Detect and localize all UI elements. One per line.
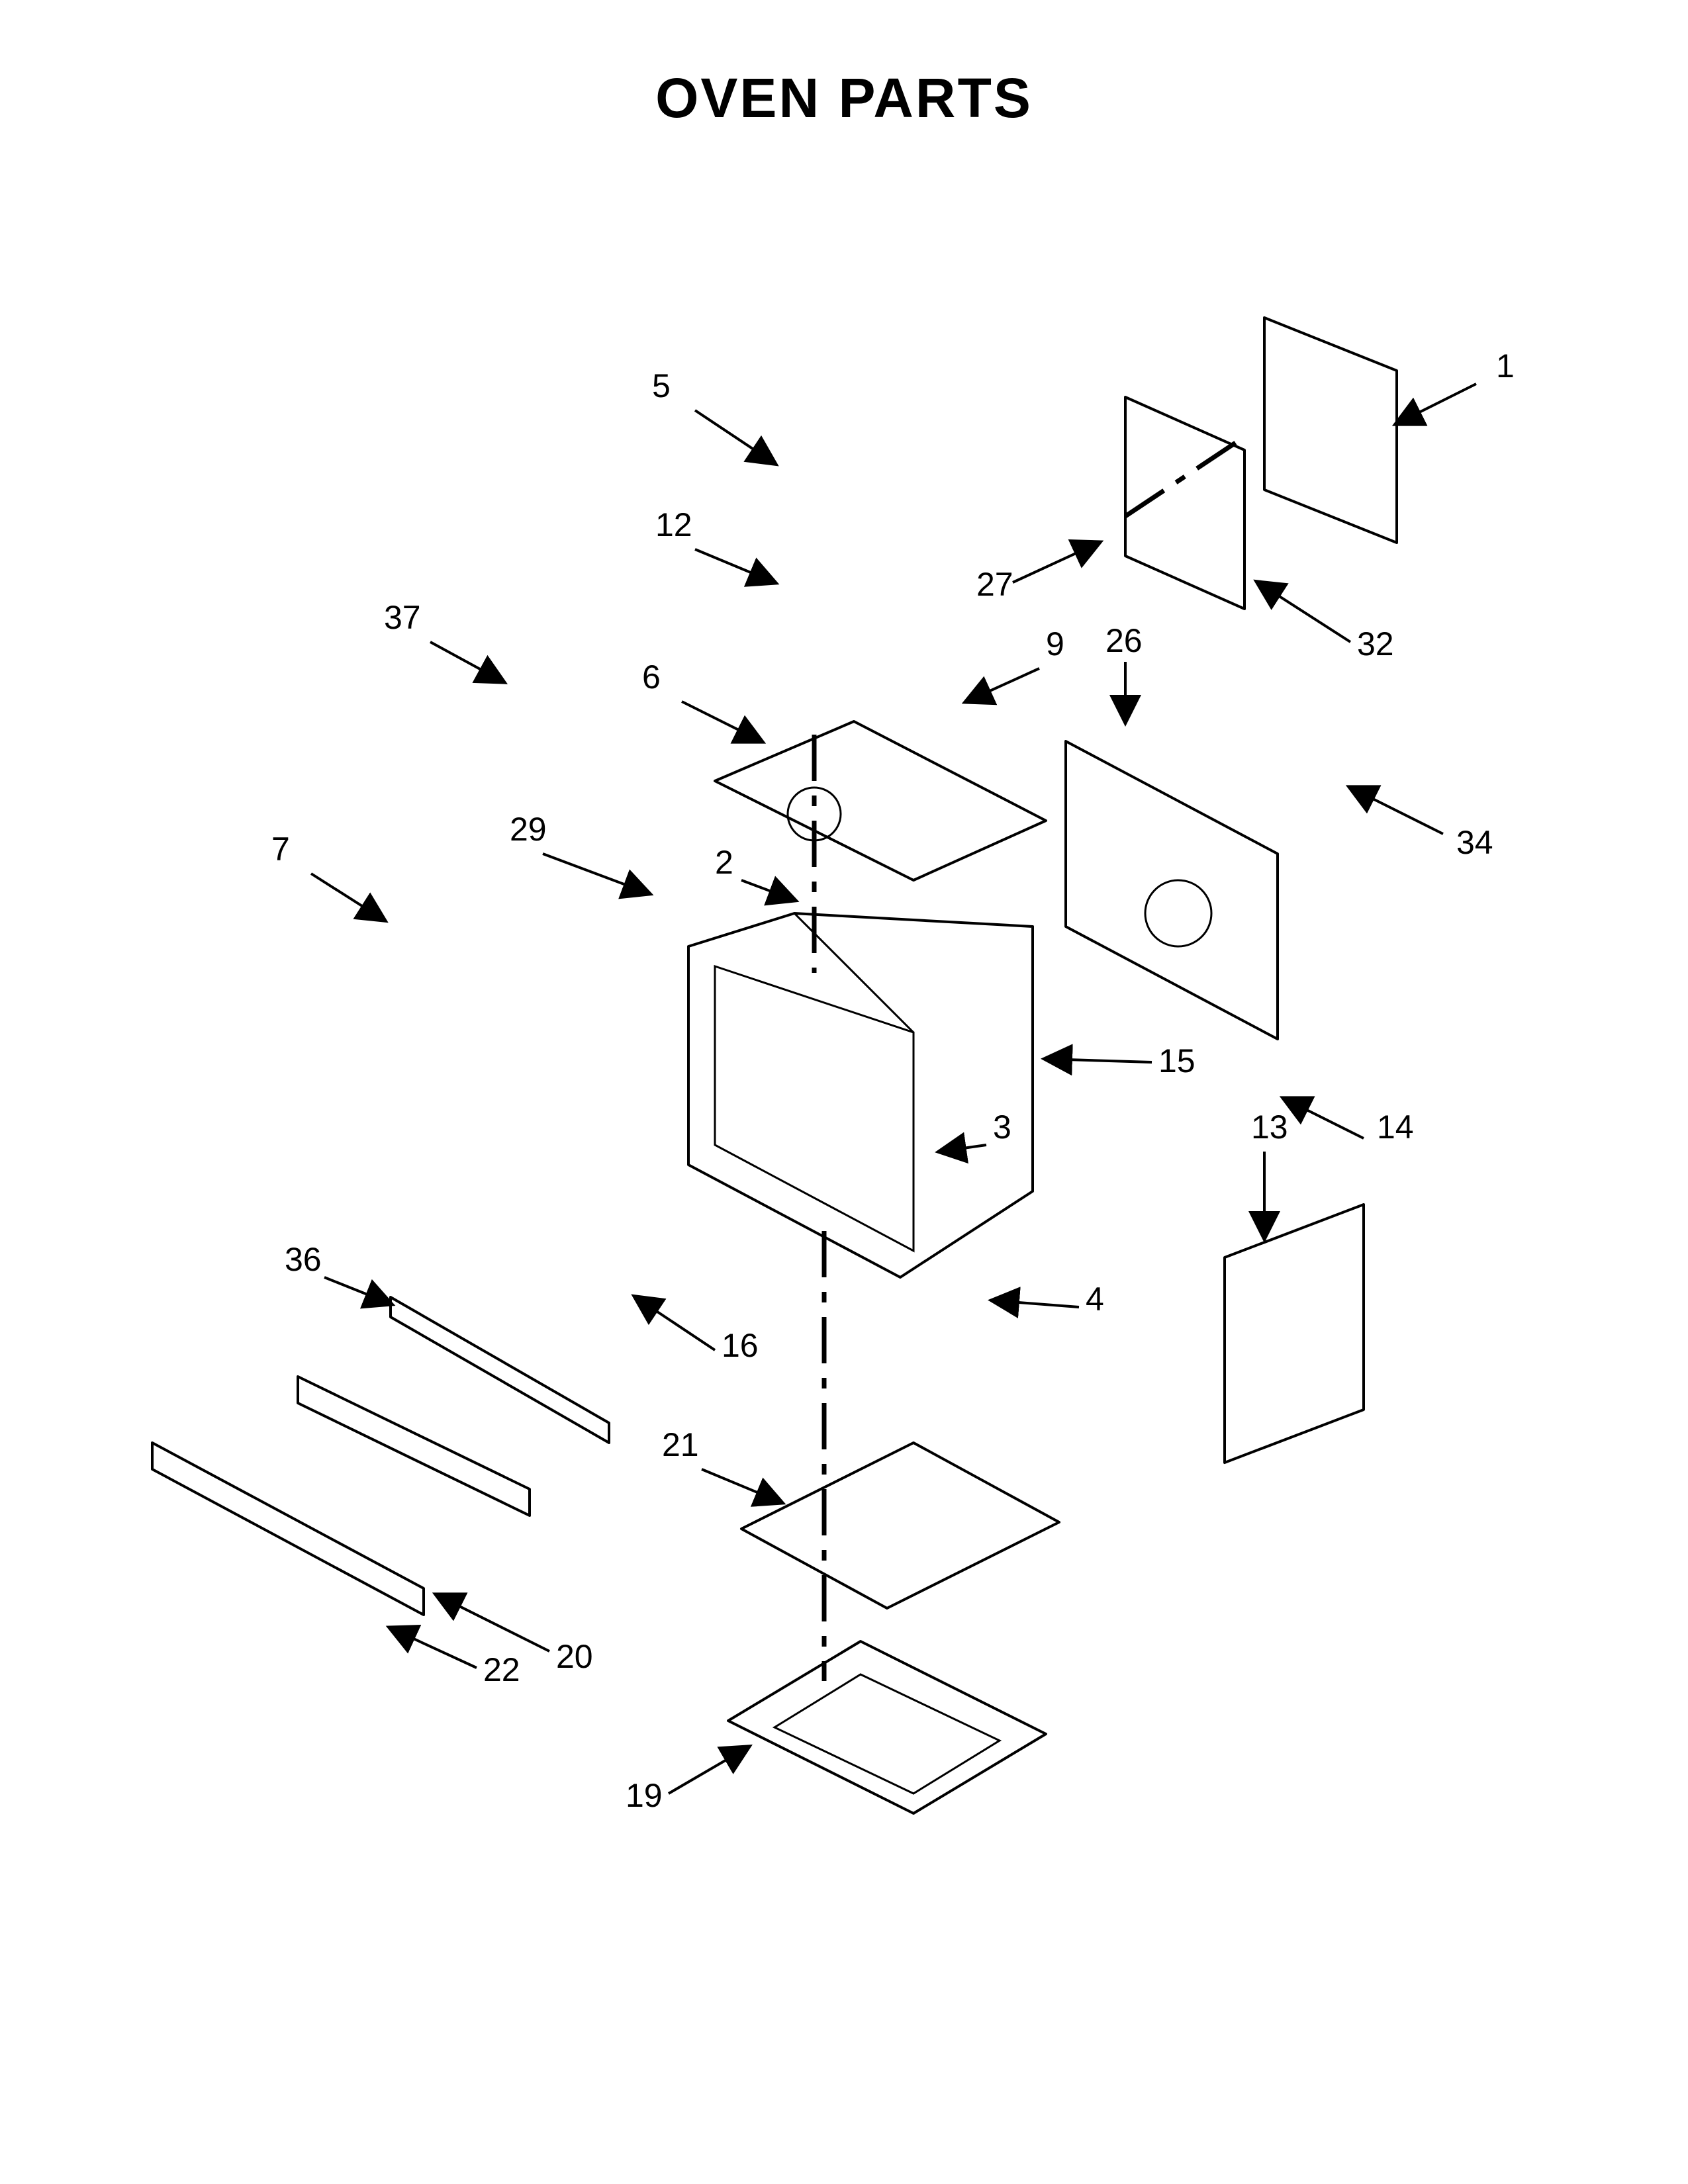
callout-leader-16 [631,1294,716,1351]
callout-number-1: 1 [1496,347,1515,385]
callout-leader-21 [701,1468,786,1507]
callout-leader-14 [1279,1096,1364,1140]
callout-number-6: 6 [642,659,661,696]
callout-number-27: 27 [976,566,1013,603]
callout-number-3: 3 [993,1109,1011,1146]
diagram-title: OVEN PARTS [655,67,1033,129]
callout-leader-4 [988,1287,1080,1318]
callout-number-9: 9 [1046,625,1064,662]
callout-number-15: 15 [1158,1042,1196,1079]
callout-leader-34 [1345,785,1444,835]
floor-panel [727,1441,1060,1815]
callout-leader-5 [694,409,779,467]
callout-number-12: 12 [655,506,692,543]
callout-number-36: 36 [285,1241,322,1278]
callout-number-22: 22 [483,1651,520,1688]
callout-leader-15 [1041,1044,1152,1076]
callout-number-20: 20 [556,1638,593,1675]
callout-leader-19 [667,1744,753,1795]
callout-leader-9 [961,667,1040,705]
top-panel [714,720,1047,882]
callout-number-14: 14 [1377,1109,1414,1146]
callout-number-13: 13 [1251,1109,1288,1146]
callout-leader-7 [310,872,389,923]
callout-number-5: 5 [652,367,671,404]
callout-leader-20 [432,1592,550,1653]
callout-leader-22 [385,1624,477,1669]
callout-leader-32 [1253,579,1352,643]
callout-number-4: 4 [1086,1281,1104,1318]
callout-leader-2 [741,876,800,906]
callout-number-29: 29 [510,811,547,848]
callout-leader-36 [324,1276,396,1309]
callout-number-26: 26 [1105,622,1143,659]
callout-leader-1 [1391,383,1477,426]
rear-heat-shield [1064,740,1279,1040]
callout-number-16: 16 [722,1327,759,1364]
callout-number-7: 7 [271,831,290,868]
callout-number-34: 34 [1456,824,1493,861]
callout-number-21: 21 [662,1426,699,1463]
callout-leader-6 [681,700,767,744]
callout-number-2: 2 [715,844,733,881]
callout-leader-3 [935,1132,987,1164]
callout-number-19: 19 [626,1777,663,1814]
callout-leader-27 [1012,539,1104,584]
assembly-line-rear [1124,435,1246,518]
callout-leader-12 [694,548,780,587]
callout-leader-37 [430,641,508,684]
callout-number-32: 32 [1357,625,1394,662]
side-panel [1223,1203,1365,1464]
rear-panel-pair [1124,316,1398,610]
bottom-trim-pieces [151,1296,610,1616]
callout-number-37: 37 [384,599,421,636]
callout-leader-29 [542,852,654,899]
oven-cavity [687,912,1034,1279]
